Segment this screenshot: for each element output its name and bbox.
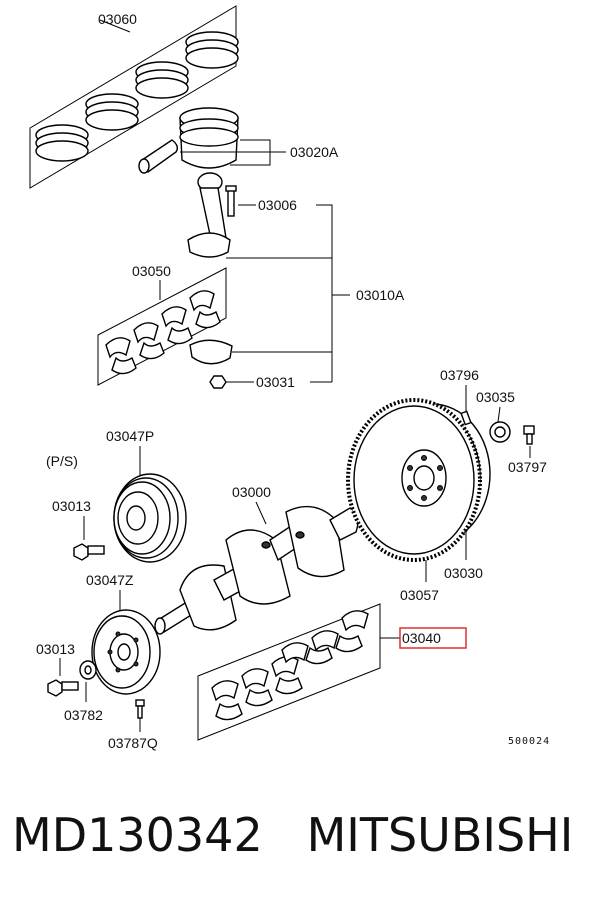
label-03010A: 03010A — [356, 287, 405, 303]
label-03047P: 03047P — [106, 428, 154, 444]
part-caption: MD130342 MITSUBISHI — [12, 808, 592, 862]
label-03787Q: 03787Q — [108, 735, 158, 751]
label-03040: 03040 — [402, 630, 441, 646]
connecting-rod-group: 03006 03010A 03031 — [187, 172, 405, 390]
flywheel-group: 03796 03035 03797 03030 03057 — [346, 367, 547, 603]
crankshaft-group: 03000 — [154, 484, 359, 635]
rod-bearings-group: 03050 — [97, 263, 227, 386]
label-03031: 03031 — [256, 374, 295, 390]
label-03006: 03006 — [258, 197, 297, 213]
label-03030: 03030 — [444, 565, 483, 581]
main-bearings-group: 03040 — [197, 603, 467, 741]
piston-group: 03020A — [138, 107, 339, 174]
label-03020A: 03020A — [290, 144, 339, 160]
label-03782: 03782 — [64, 707, 103, 723]
label-03797: 03797 — [508, 459, 547, 475]
label-03035: 03035 — [476, 389, 515, 405]
label-03060: 03060 — [98, 11, 137, 27]
label-03013-bottom: 03013 — [36, 641, 75, 657]
piston-rings-group: 03060 — [29, 5, 239, 189]
label-ps: (P/S) — [46, 453, 78, 469]
label-03050: 03050 — [132, 263, 171, 279]
label-03047Z: 03047Z — [86, 572, 134, 588]
label-03000: 03000 — [232, 484, 271, 500]
label-03013-top: 03013 — [52, 498, 91, 514]
highlight-box — [399, 627, 467, 649]
label-03796: 03796 — [440, 367, 479, 383]
parts-diagram: 03060 03020A 03006 03010A — [29, 5, 550, 751]
brand-name: MITSUBISHI — [306, 808, 574, 862]
part-number: MD130342 — [12, 808, 263, 862]
damper-pulley-group: 03047Z 03013 03782 03787Q — [36, 572, 161, 751]
label-03057: 03057 — [400, 587, 439, 603]
crank-pulley-ps-group: (P/S) 03047P 03013 — [46, 428, 187, 563]
diagram-reference: 500024 — [508, 736, 550, 747]
